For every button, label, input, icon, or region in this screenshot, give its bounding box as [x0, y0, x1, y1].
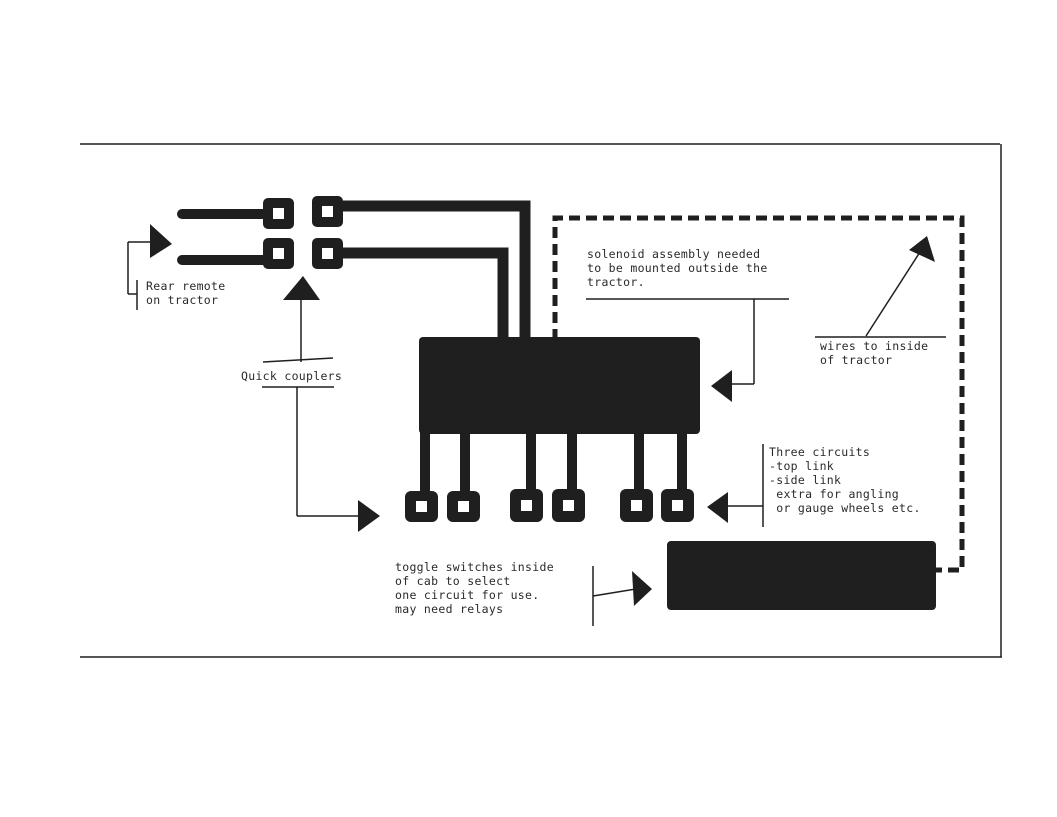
quick-couplers-label: Quick couplers	[241, 369, 342, 383]
rear-remote-label: Rear remote on tractor	[146, 279, 233, 307]
toggle-label: toggle switches inside of cab to select …	[395, 560, 561, 616]
arrow-left-icon	[711, 370, 732, 402]
solenoid-callout: solenoid assembly needed to be mounted o…	[586, 247, 789, 402]
rear-remote-lines	[177, 209, 271, 265]
arrow-up-icon	[283, 276, 320, 300]
wires-label: wires to inside of tractor	[820, 339, 936, 367]
coupler-group-bottom	[405, 489, 694, 522]
solenoid-label: solenoid assembly needed to be mounted o…	[587, 247, 775, 289]
arrow-left-icon	[707, 492, 728, 523]
wires-callout: wires to inside of tractor	[815, 236, 946, 367]
arrow-right-icon	[632, 571, 652, 606]
coupler-group-top	[263, 196, 343, 269]
arrow-right-icon	[150, 224, 172, 258]
toggle-callout: toggle switches inside of cab to select …	[395, 560, 652, 626]
arrow-up-right-icon	[909, 236, 935, 262]
solenoid-assembly-block	[419, 337, 700, 434]
circuits-callout: Three circuits -top link -side link extr…	[707, 444, 921, 527]
circuits-label: Three circuits -top link -side link extr…	[769, 445, 921, 515]
quick-couplers-callout: Quick couplers	[241, 276, 380, 532]
diagram-frame	[80, 143, 1002, 658]
rear-remote-callout: Rear remote on tractor	[127, 224, 233, 310]
output-lines	[420, 430, 687, 500]
control-box	[667, 541, 936, 610]
hydraulic-hoses	[336, 200, 531, 343]
arrow-right-icon	[358, 500, 380, 532]
dashed-wire	[552, 215, 965, 573]
